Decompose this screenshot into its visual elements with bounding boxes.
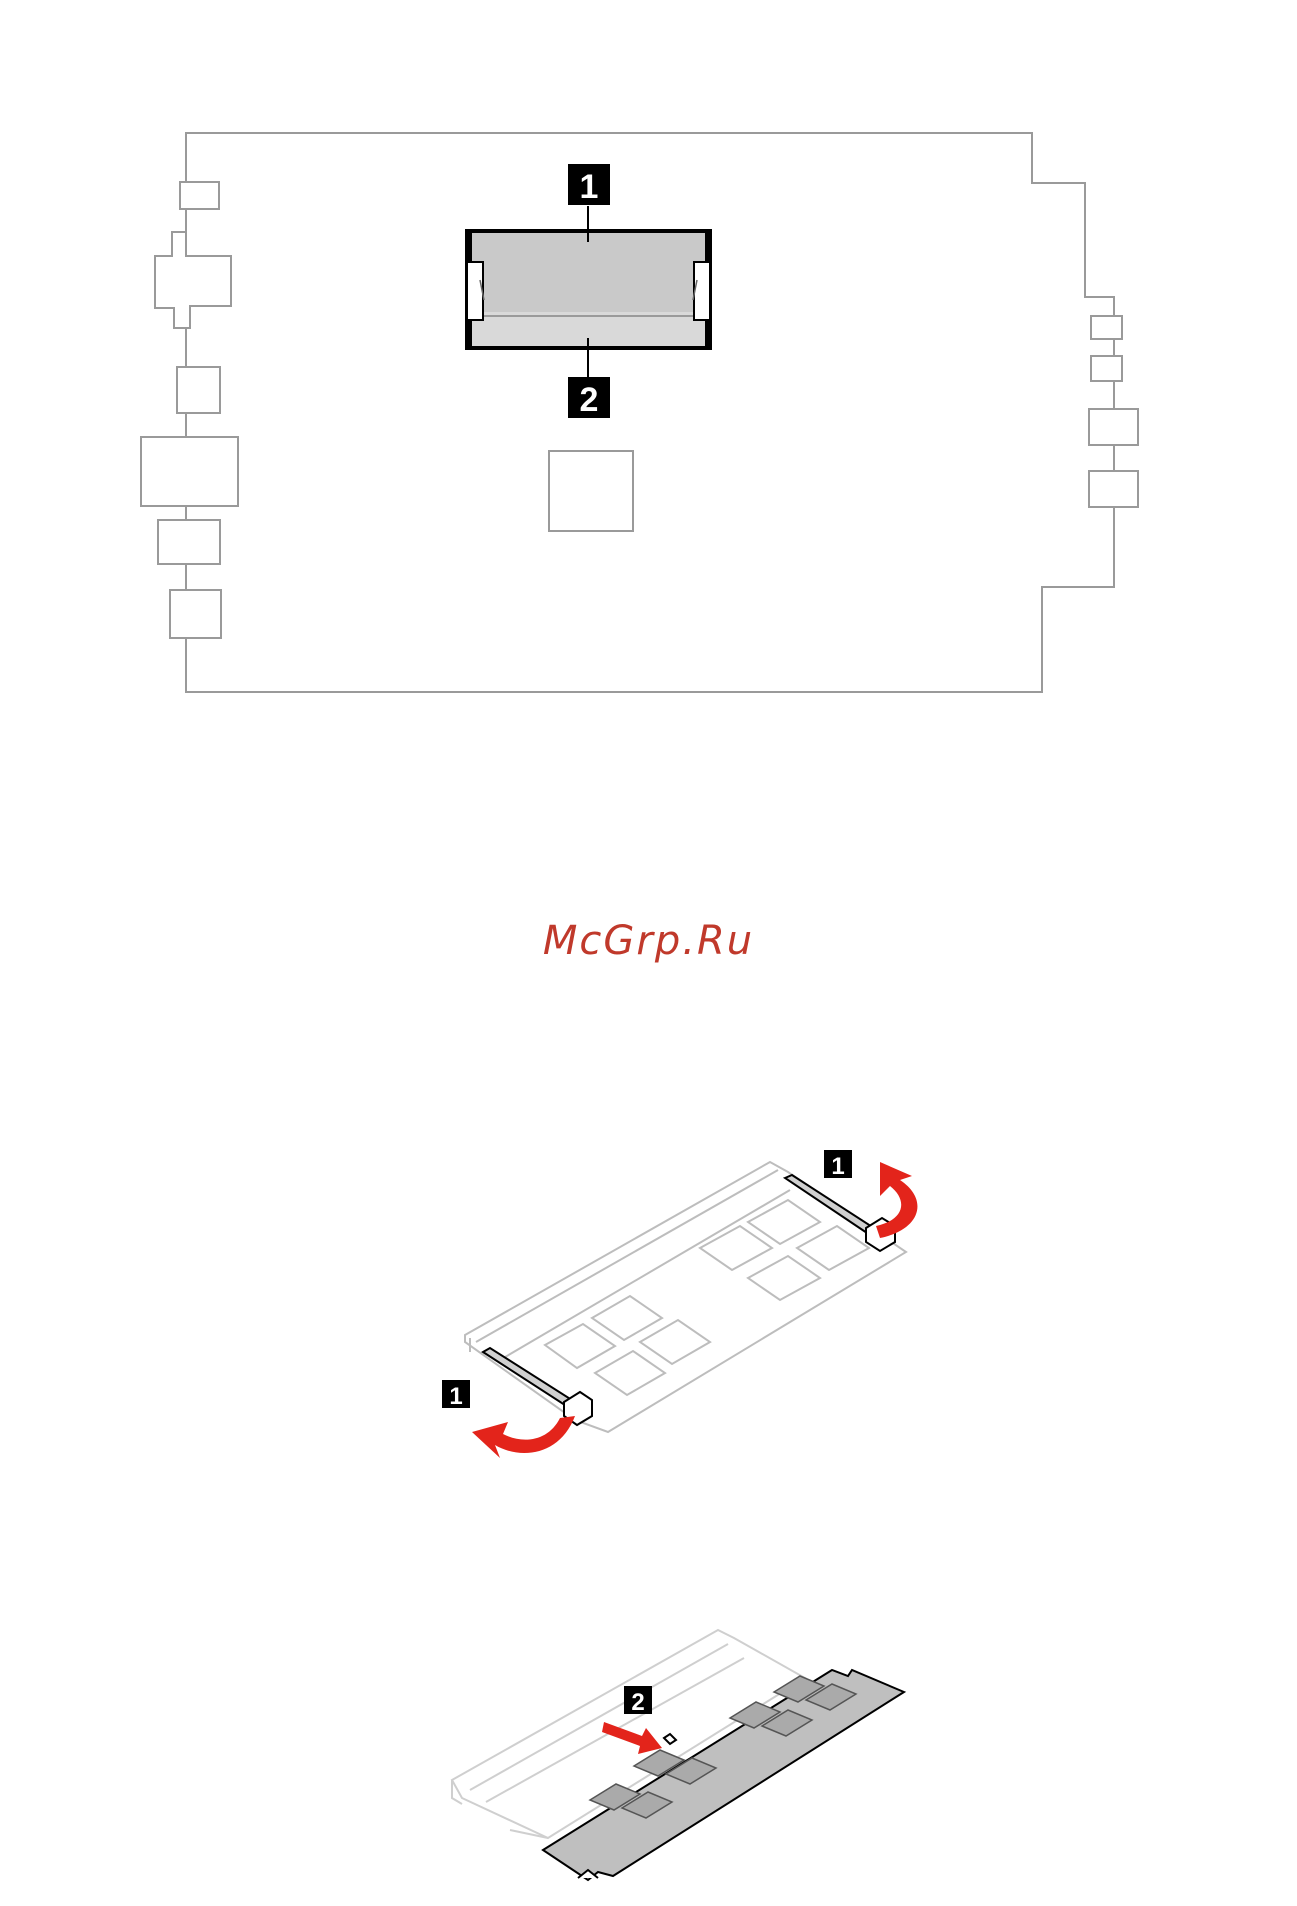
straight-arrow-icon (602, 1722, 662, 1754)
connector (170, 590, 221, 638)
retaining-clip-right (785, 1175, 895, 1251)
retaining-clip-left (483, 1348, 592, 1425)
open-latches-figure: 1 1 (0, 1120, 1297, 1480)
callout-1: 1 (568, 164, 610, 206)
callout-2: 2 (568, 377, 610, 419)
connector (155, 232, 231, 328)
memory-slot (465, 229, 712, 350)
curved-arrow-icon (876, 1162, 917, 1238)
chip-group (545, 1200, 869, 1395)
callout-2-bottom: 2 (624, 1686, 652, 1716)
connector (177, 367, 220, 413)
connector (180, 182, 219, 209)
connector (1089, 409, 1138, 445)
remove-module-figure: 2 (0, 1600, 1297, 1906)
connector (141, 437, 238, 506)
memory-module (543, 1670, 904, 1880)
svg-text:1: 1 (580, 168, 599, 206)
callout-1-right: 1 (824, 1150, 852, 1180)
curved-arrow-icon (472, 1416, 575, 1458)
svg-text:1: 1 (831, 1153, 844, 1180)
system-board-figure: 1 2 (0, 0, 1297, 720)
memory-slot-outline (465, 1162, 906, 1432)
connector (158, 520, 220, 564)
connector (1089, 471, 1138, 507)
connector (1091, 316, 1122, 339)
callout-1-left: 1 (442, 1380, 470, 1410)
watermark-text: McGrp.Ru (0, 918, 1297, 964)
svg-text:2: 2 (631, 1689, 644, 1716)
system-board-outline (141, 133, 1138, 692)
connector (1091, 356, 1122, 381)
chip (549, 451, 633, 531)
svg-text:1: 1 (449, 1383, 462, 1410)
svg-text:2: 2 (580, 381, 599, 419)
